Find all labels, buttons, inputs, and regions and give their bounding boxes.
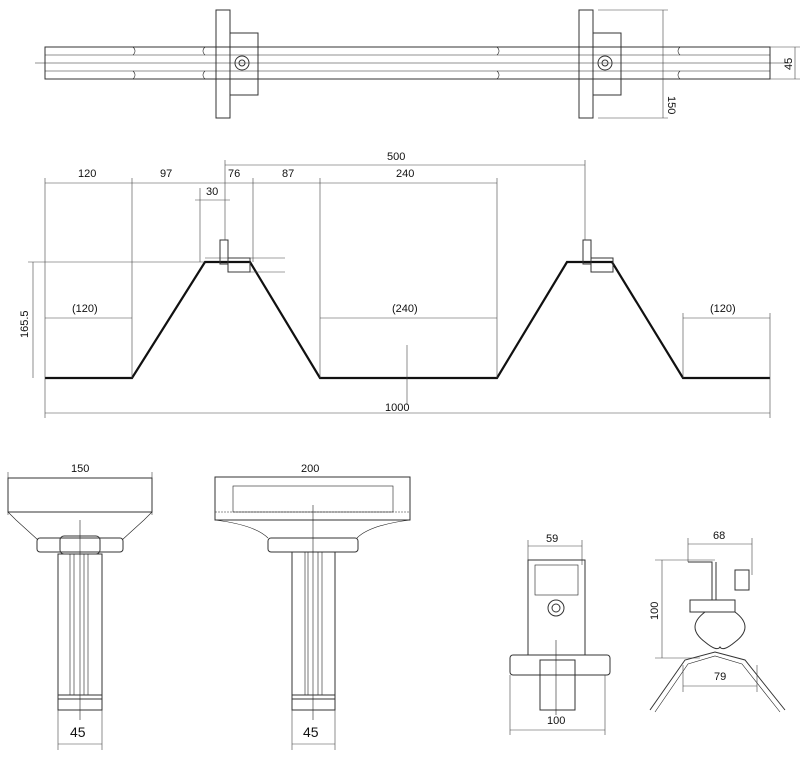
detail-view-3: 59 100: [509, 533, 611, 735]
dim-76: 76: [228, 168, 240, 180]
dim-120: 120: [78, 168, 96, 180]
dim-150-top: 150: [665, 96, 677, 114]
detail-view-1: 150 45: [7, 463, 153, 750]
dim-165-5: 165.5: [19, 310, 31, 338]
dim-45-view1: 45: [70, 724, 86, 740]
dim-79: 79: [714, 671, 726, 683]
detail-view-2: 200 45: [214, 463, 411, 750]
dim-500: 500: [387, 151, 405, 163]
dim-120-right: (120): [710, 303, 736, 315]
dim-97: 97: [160, 168, 172, 180]
dim-120-left: (120): [72, 303, 98, 315]
dim-150: 150: [71, 463, 89, 475]
dim-240: 240: [396, 168, 414, 180]
top-view: 150 45: [35, 9, 800, 119]
dim-45-view2: 45: [303, 724, 319, 740]
dim-87: 87: [282, 168, 294, 180]
dim-30: 30: [206, 186, 218, 198]
dim-240-mid: (240): [392, 303, 418, 315]
profile-view: 500 120 97 30 76 87 240 165.5 (120) (240…: [19, 151, 771, 418]
dim-1000: 1000: [385, 402, 409, 414]
detail-view-4: 68 100 79: [649, 530, 786, 713]
dim-45-top: 45: [783, 58, 795, 70]
dim-68: 68: [713, 530, 725, 542]
bracket-right: [578, 9, 622, 119]
bracket-left: [215, 9, 259, 119]
dim-200: 200: [301, 463, 319, 475]
dim-100-view3: 100: [547, 715, 565, 727]
dim-100-view4: 100: [649, 602, 661, 620]
dim-59: 59: [546, 533, 558, 545]
